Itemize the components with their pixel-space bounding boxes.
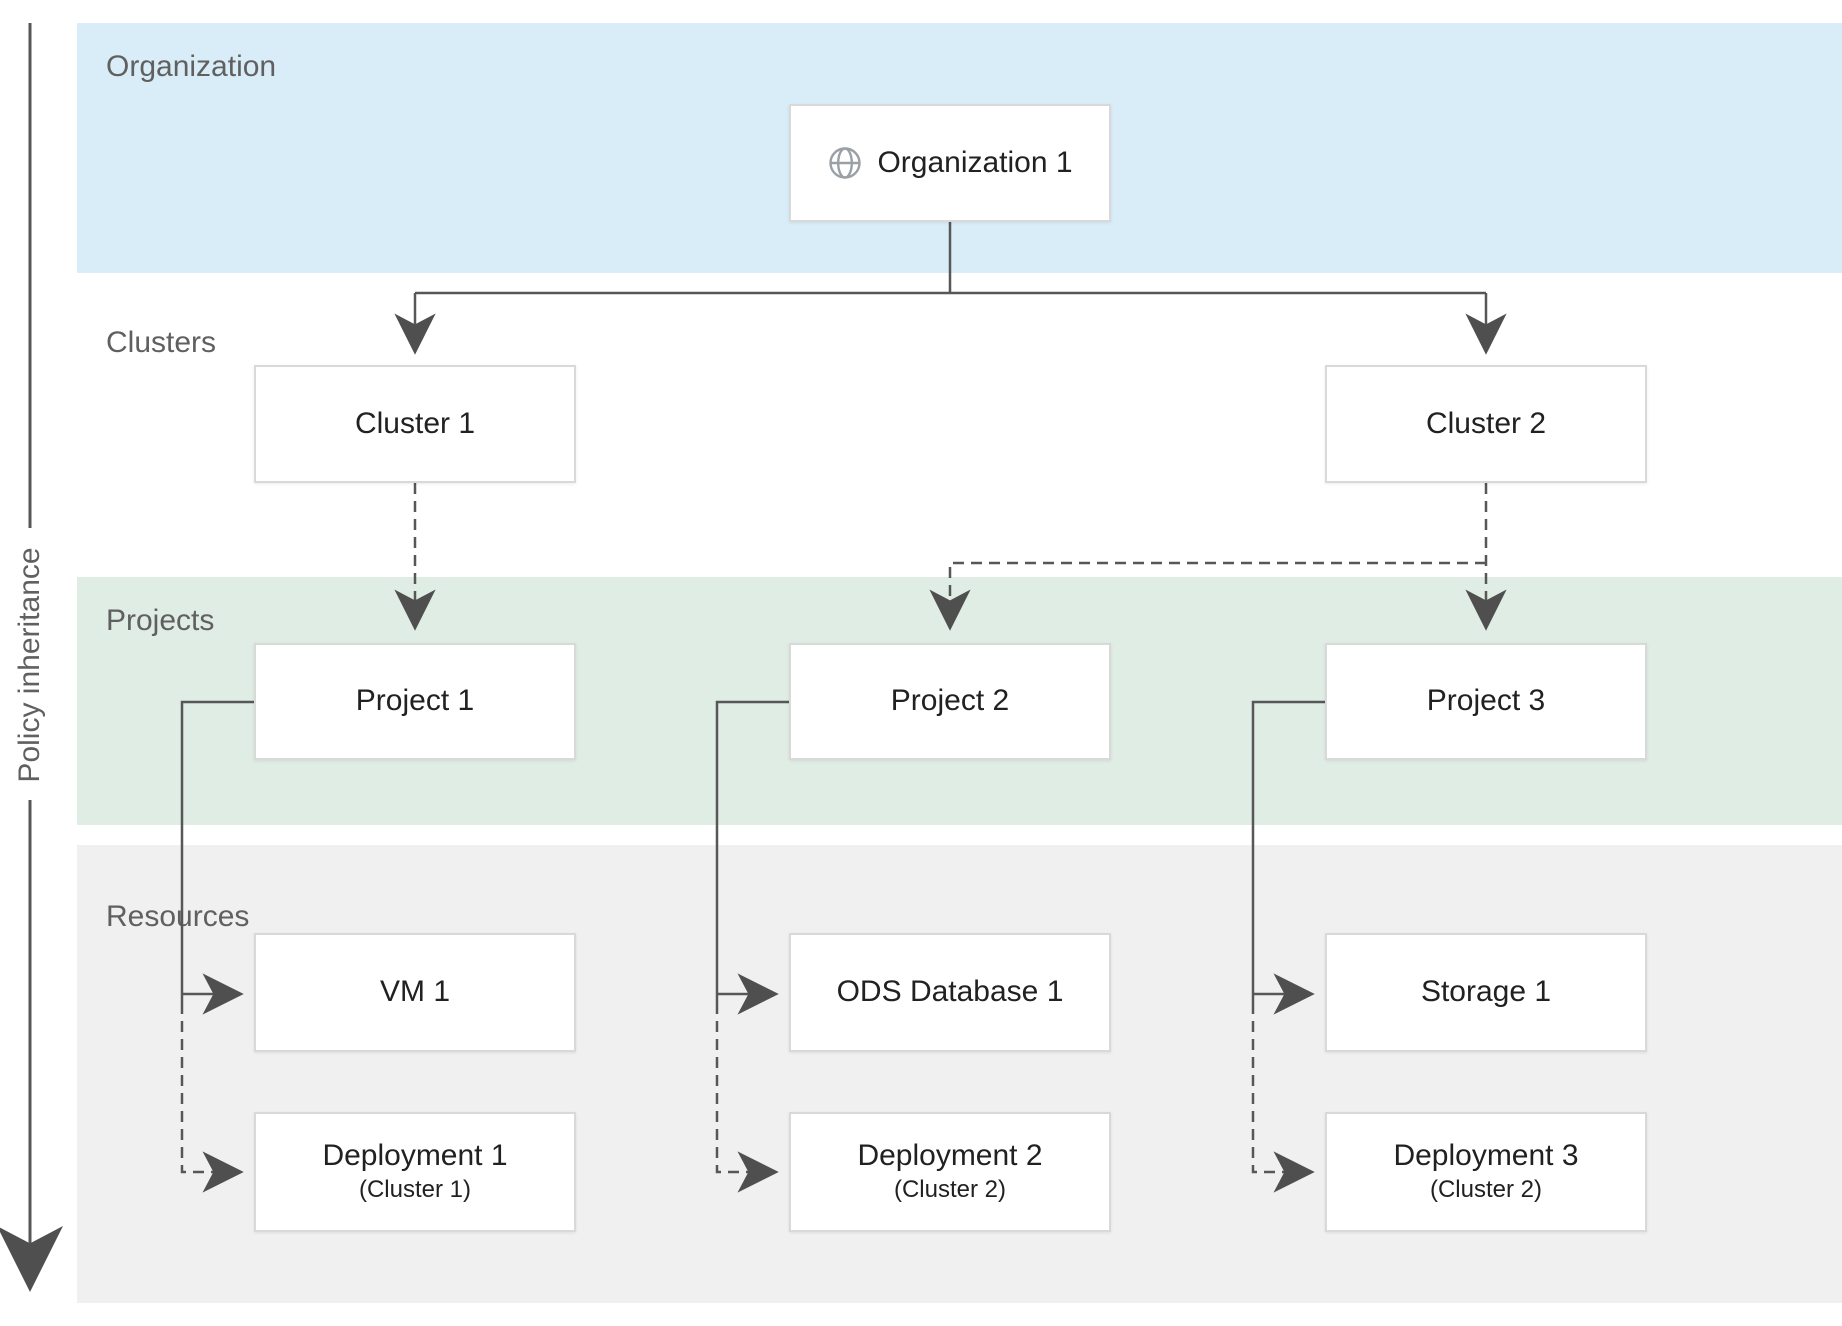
node-label: Project 1: [355, 684, 475, 718]
node-sublabel: (Cluster 2): [893, 1176, 1007, 1204]
band-label-resources: Resources: [106, 900, 250, 933]
node-deployment-3: Deployment 3 (Cluster 2): [1325, 1112, 1647, 1232]
node-label: VM 1: [379, 975, 451, 1009]
connector-project3-elbow: [1251, 700, 1325, 1003]
node-label: ODS Database 1: [836, 975, 1064, 1009]
connector-project1-elbow: [180, 700, 254, 1003]
node-cluster-2: Cluster 2: [1325, 365, 1647, 483]
band-label-projects: Projects: [106, 604, 215, 637]
node-deployment-2: Deployment 2 (Cluster 2): [789, 1112, 1111, 1232]
node-ods-database-1: ODS Database 1: [789, 933, 1111, 1052]
node-label: Deployment 3: [1393, 1138, 1579, 1172]
policy-inheritance-axis-label: Policy inheritance: [13, 547, 46, 783]
connector-project2-elbow: [715, 700, 789, 1003]
node-deployment-1: Deployment 1 (Cluster 1): [254, 1112, 576, 1232]
band-label-organization: Organization: [106, 50, 277, 83]
node-label: Cluster 1: [354, 406, 476, 440]
node-sublabel: (Cluster 2): [1429, 1176, 1543, 1204]
node-label: Deployment 2: [857, 1138, 1043, 1172]
node-label: Project 3: [1426, 684, 1546, 718]
node-organization-1: Organization 1: [789, 104, 1111, 222]
connector-project2-to-deployment2: [715, 1003, 779, 1193]
node-label: Organization 1: [877, 145, 1073, 179]
node-project-3: Project 3: [1325, 643, 1647, 760]
globe-icon: [829, 147, 862, 179]
node-storage-1: Storage 1: [1325, 933, 1647, 1052]
node-project-1: Project 1: [254, 643, 576, 760]
node-sublabel: (Cluster 1): [358, 1176, 472, 1204]
connector-cluster2-to-project2: [929, 561, 1486, 631]
connector-org-trunk: [415, 222, 1486, 295]
connector-project1-to-deployment1: [180, 1003, 244, 1193]
connector-project3-to-deployment3: [1251, 1003, 1315, 1193]
node-label: Project 2: [890, 684, 1010, 718]
node-cluster-1: Cluster 1: [254, 365, 576, 483]
node-label: Cluster 2: [1425, 406, 1547, 440]
node-label: Deployment 1: [322, 1138, 508, 1172]
node-vm-1: VM 1: [254, 933, 576, 1052]
node-label: Storage 1: [1420, 975, 1552, 1009]
band-label-clusters: Clusters: [106, 326, 217, 359]
node-project-2: Project 2: [789, 643, 1111, 760]
